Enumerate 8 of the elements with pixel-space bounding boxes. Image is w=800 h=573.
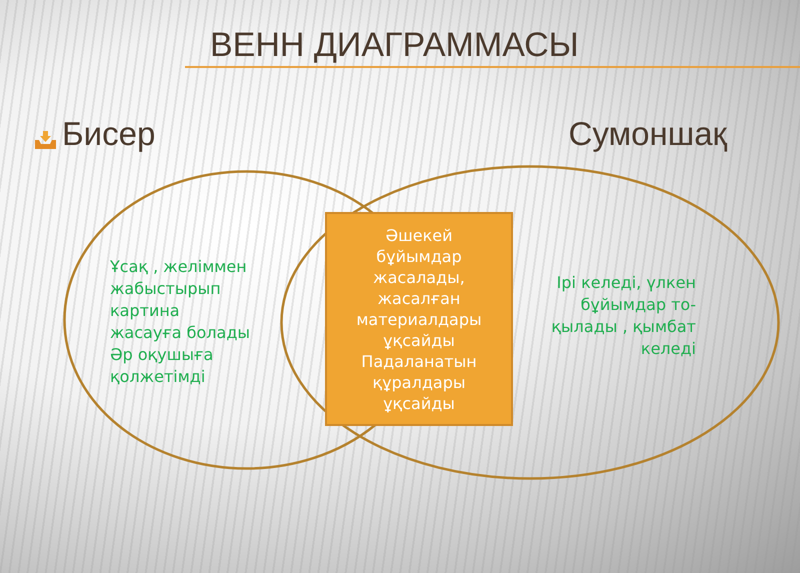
- overlap-text: Әшекей бұйымдар жасалады, жасалған материалдары ұқсайды: [355, 224, 483, 350]
- set-description: Ірі келеді, үлкен бұйымдар то- қылады , қымбат келеді: [550, 272, 696, 360]
- set-heading: Бисер: [62, 116, 156, 152]
- set-heading: Сумоншақ: [568, 116, 727, 152]
- set-description: Әр оқушыға қолжетімді: [110, 344, 214, 388]
- set-description: Ұсақ , желіммен жабыстырып картина жасауға болады: [110, 256, 252, 344]
- overlap-text: Падаланатын құралдары ұқсайды: [360, 350, 478, 414]
- slide-title: ВЕНН ДИАГРАММАСЫ: [210, 27, 579, 63]
